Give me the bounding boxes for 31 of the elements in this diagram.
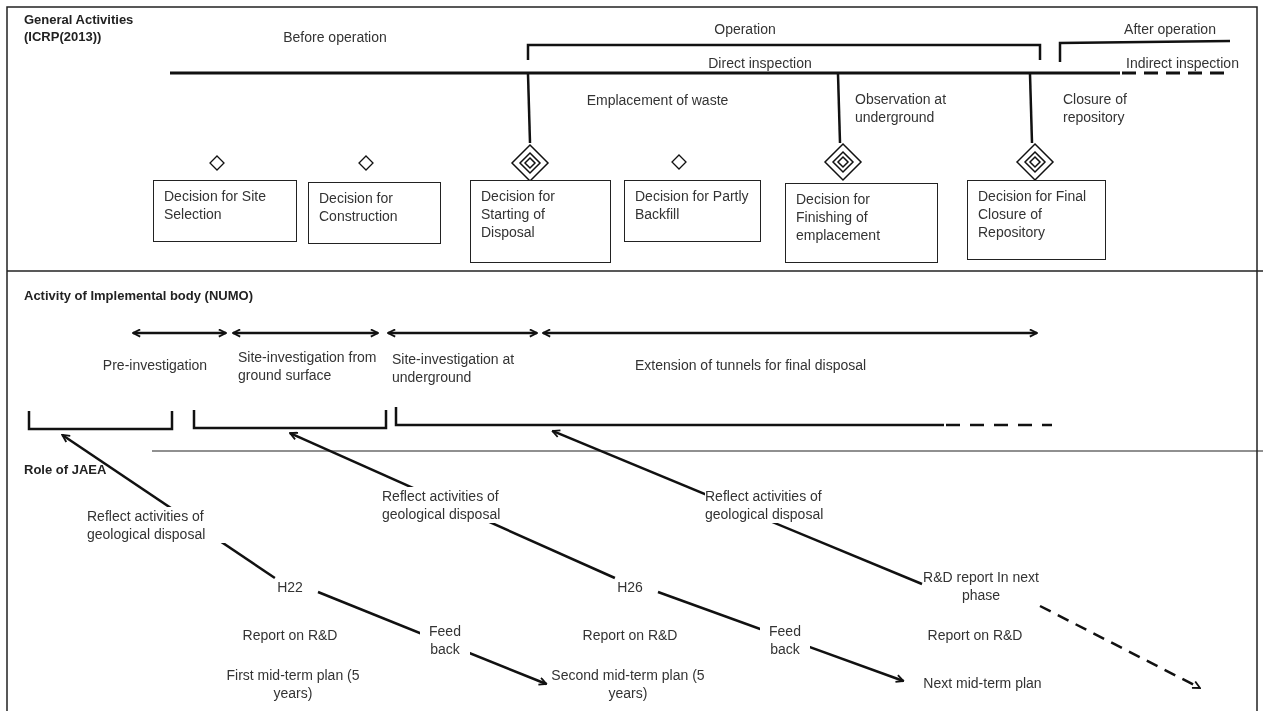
phase-bracket	[192, 410, 388, 431]
section-heading: General Activities (ICRP(2013))	[24, 12, 135, 46]
phase-label: Before operation	[282, 28, 388, 47]
phase-bracket	[394, 407, 1054, 428]
plan-text: Second mid-term plan (5 years)	[548, 666, 708, 703]
decision-box: Decision for Construction	[308, 182, 441, 244]
section-heading: Activity of Implemental body (NUMO)	[24, 288, 254, 305]
activity-label: Closure of repository	[1063, 90, 1128, 127]
decision-box: Decision for Site Selection	[153, 180, 297, 242]
decision-box: Decision for Partly Backfill	[624, 180, 761, 242]
inspection-label: Direct inspection	[707, 54, 813, 73]
report-label: Report on R&D	[241, 626, 339, 645]
stage-label: Extension of tunnels for final disposal	[635, 356, 868, 375]
phase-label: After operation	[1123, 20, 1217, 39]
stage-label: Site-investigation at underground	[392, 350, 516, 387]
arrow	[1039, 604, 1201, 690]
plan-text: Next mid-term plan	[905, 674, 1060, 693]
report-label: Report on R&D	[926, 626, 1024, 645]
plan-text: R&D report In next phase	[922, 568, 1040, 605]
plan-text: H26	[602, 578, 658, 597]
activity-label: Emplacement of waste	[585, 91, 730, 110]
activity-label: Observation at underground	[855, 90, 948, 127]
inspection-label: Indirect inspection	[1125, 54, 1240, 73]
phase-bracket	[27, 411, 174, 432]
plan-text: H22	[262, 578, 318, 597]
stage-label: Pre-investigation	[101, 356, 209, 375]
phase-label: Operation	[713, 20, 777, 39]
section-heading: Role of JAEA	[24, 462, 108, 479]
plan-text: First mid-term plan (5 years)	[225, 666, 361, 703]
report-label: Report on R&D	[581, 626, 679, 645]
decision-box: Decision for Starting of Disposal	[470, 180, 611, 263]
